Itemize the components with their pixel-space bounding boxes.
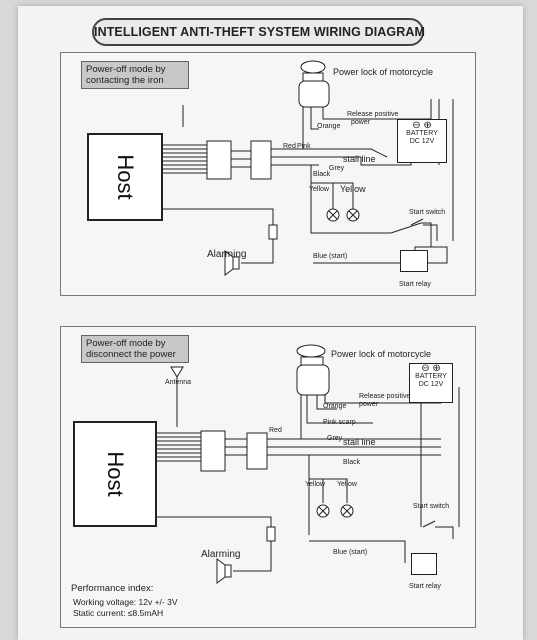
diagram-2-mode-label: Power-off mode by disconnect the power: [81, 335, 189, 363]
diagram-2-panel: Power-off mode by disconnect the power A…: [60, 326, 476, 628]
diagram-1-yellow2-label: Yellow: [340, 184, 366, 194]
diagram-2-host-label: Host: [103, 451, 128, 497]
diagram-2-blue-label: Blue (start): [333, 549, 368, 556]
diagram-2-start-relay-label: Start relay: [409, 583, 441, 590]
diagram-1-release-line2: power: [351, 119, 371, 126]
diagram-2-red-label: Red: [269, 427, 282, 434]
diagram-1-red-label: Red: [283, 143, 296, 150]
diagram-2-yellow1-label: Yellow: [305, 481, 325, 488]
diagram-2-pink-label: Pink scarp: [323, 419, 356, 426]
diagram-1-start-switch-label: Start switch: [409, 209, 446, 216]
diagram-2-black-label: Black: [343, 459, 361, 466]
diagram-1-battery-line2: DC 12V: [409, 138, 435, 145]
page-title: INTELLIGENT ANTI-THEFT SYSTEM WIRING DIA…: [92, 18, 425, 46]
diagram-1-wiring: [163, 60, 454, 276]
diagram-1-battery: ⊖ ⊕ BATTERY DC 12V: [397, 119, 447, 163]
diagram-2-battery-terminals: ⊖ ⊕: [421, 363, 441, 374]
diagram-1-orange-label: Orange: [317, 123, 341, 130]
diagram-2-orange-label: Orange: [323, 403, 347, 410]
diagram-1-grey-label: Grey: [329, 165, 345, 172]
diagram-1-host-label: Host: [113, 154, 138, 200]
diagram-1-mode-line2: contacting the iron: [86, 75, 164, 86]
diagram-2-mode-line2: disconnect the power: [86, 349, 176, 360]
diagram-2-lock-label: Power lock of motorcycle: [331, 349, 432, 359]
diagram-1-mode-label: Power-off mode by contacting the iron: [81, 61, 189, 89]
diagram-2-battery-line1: BATTERY: [415, 373, 447, 380]
diagram-2-battery: ⊖ ⊕ BATTERY DC 12V: [409, 363, 453, 403]
diagram-1-release-line1: Release positive: [347, 111, 399, 118]
performance-current: Static current: ≤8.5mAH: [73, 608, 164, 618]
diagram-2-mode-line1: Power-off mode by: [86, 338, 166, 349]
diagram-1-battery-terminals: ⊖ ⊕: [412, 120, 432, 131]
diagram-1-battery-line1: BATTERY: [406, 130, 438, 137]
diagram-1-pink-label: Pink: [297, 143, 311, 150]
diagram-2-wiring: [157, 344, 460, 584]
diagram-2-release-line1: Release positive: [359, 393, 411, 400]
diagram-2-yellow2-label: Yellow: [337, 481, 357, 488]
diagram-2-antenna-label: Antenna: [165, 379, 192, 386]
diagram-2-host-box: Host: [73, 421, 157, 527]
diagram-1-start-relay: [400, 250, 428, 272]
diagram-1-blue-label: Blue (start): [313, 253, 348, 260]
diagram-1-black-label: Black: [313, 171, 331, 178]
diagram-2-alarming-label: Alarming: [201, 549, 241, 560]
diagram-2-start-switch-label: Start switch: [413, 503, 450, 510]
diagram-1-start-relay-label: Start relay: [399, 281, 431, 288]
diagram-1-lock-label: Power lock of motorcycle: [333, 67, 434, 77]
diagram-2-start-relay: [411, 553, 437, 575]
diagram-1-alarming-label: Alarming: [207, 249, 247, 260]
diagram-1-yellow1-label: Yellow: [309, 186, 329, 193]
diagram-2-battery-line2: DC 12V: [418, 381, 444, 388]
performance-voltage: Working voltage: 12v +/- 3V: [73, 597, 178, 607]
diagram-1-mode-line1: Power-off mode by: [86, 64, 166, 75]
diagram-2-release-line2: power: [359, 401, 379, 408]
diagram-2-grey-label: Grey: [327, 435, 343, 442]
performance-heading: Performance index:: [71, 583, 154, 594]
diagram-2-stall-label: stall line: [343, 437, 376, 447]
diagram-1-stall-label: stall line: [343, 154, 376, 164]
diagram-1-host-box: Host: [87, 133, 163, 221]
